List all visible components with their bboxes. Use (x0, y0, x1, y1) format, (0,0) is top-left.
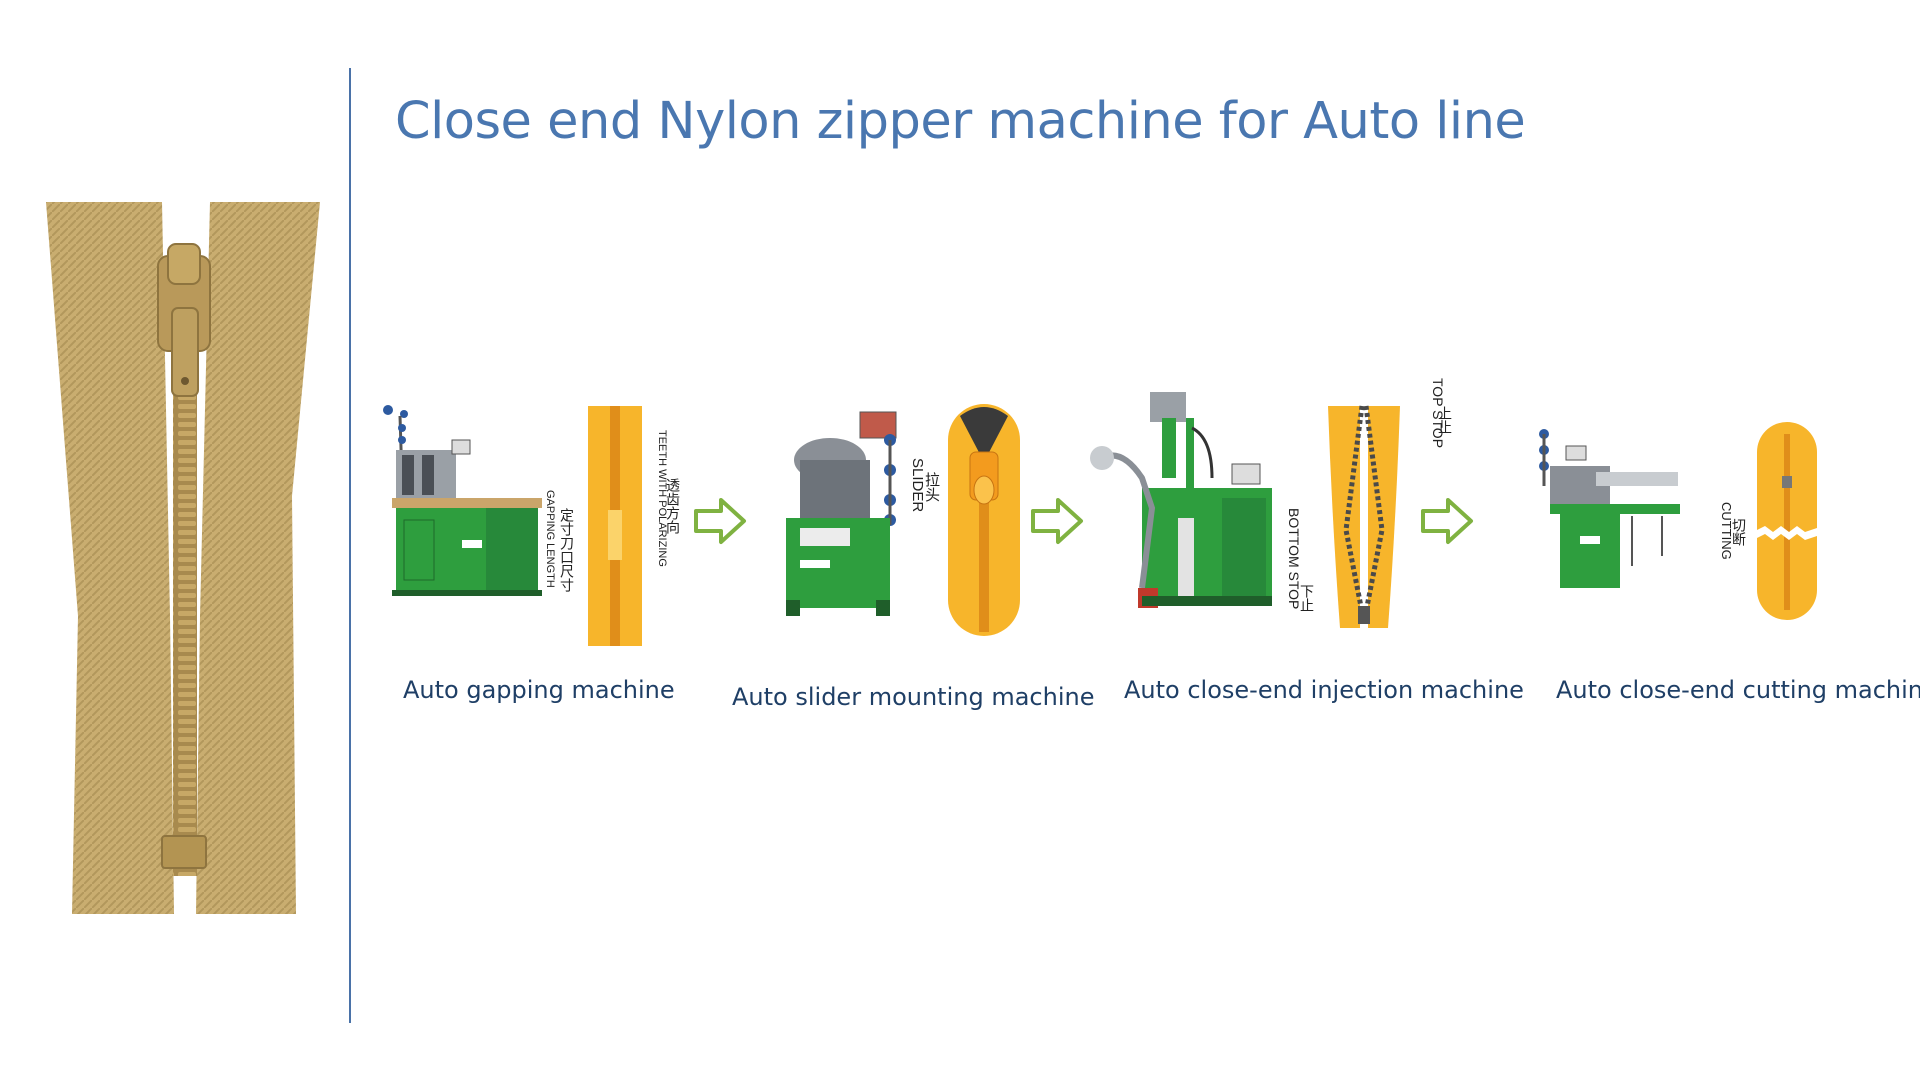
cut-zipper-image (1755, 420, 1819, 622)
arrow-right-icon (1420, 497, 1474, 545)
slider-label-cn: 拉头 (923, 472, 941, 502)
cutting-machine-image (1536, 426, 1680, 596)
step-caption: Auto close-end injection machine (1124, 676, 1524, 704)
step-caption: Auto close-end cutting machine (1556, 676, 1920, 704)
cutting-label-cn: 切断 (1730, 518, 1746, 546)
gapping-length-label-cn: 定寸刀口尺寸 (558, 508, 574, 592)
injection-machine-image (1082, 388, 1282, 618)
step-caption: Auto slider mounting machine (732, 683, 1095, 711)
teeth-label-cn: 透齿方向 (664, 478, 680, 534)
slider-mounting-machine-image (780, 410, 910, 620)
gapping-length-label: GAPPING LENGTH (544, 490, 556, 588)
top-stop-label-cn: 上止 (1436, 406, 1452, 434)
bottom-stop-label-cn: 下止 (1298, 584, 1314, 612)
gapping-machine-image (382, 400, 542, 600)
vertical-divider (349, 68, 351, 1023)
gapped-zipper-image (588, 406, 642, 646)
arrow-right-icon (1030, 497, 1084, 545)
machine-icon (786, 411, 897, 616)
slider-zipper-image (946, 402, 1022, 638)
machine-icon (383, 405, 542, 596)
page-title: Close end Nylon zipper machine for Auto … (395, 92, 1526, 151)
close-end-zipper-image (1326, 400, 1402, 630)
machine-icon (1090, 392, 1272, 608)
arrow-right-icon (693, 497, 747, 545)
zipper-photo (44, 196, 324, 916)
step-caption: Auto gapping machine (403, 676, 675, 704)
machine-icon (1539, 429, 1680, 588)
